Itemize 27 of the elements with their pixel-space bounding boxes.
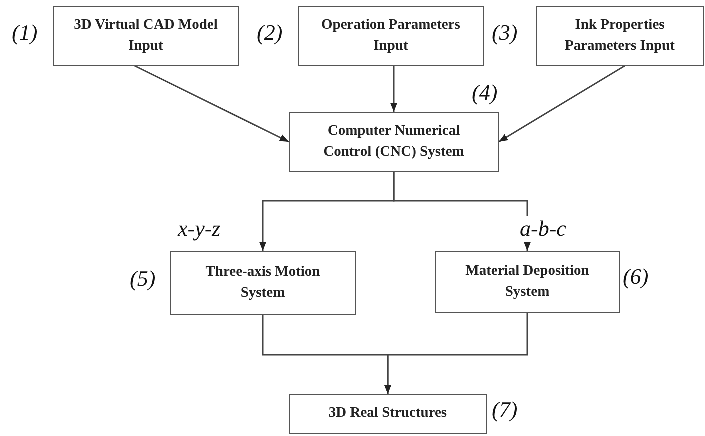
arrow [384,313,528,394]
box-label: 3D Real Structures [328,404,448,424]
box-label: Computer Numerical Control (CNC) System [322,122,466,162]
step-number: (6) [623,264,649,290]
box-label: Ink Properties Parameters Input [564,16,676,56]
box-label: Three-axis Motion System [204,262,322,303]
arrow [498,65,626,143]
process-box [289,394,487,434]
process-box [170,251,356,315]
process-box [536,6,704,66]
process-box [289,112,499,172]
arrow [393,172,532,251]
step-number: (3) [492,20,518,46]
arrow [134,65,290,143]
box-label: 3D Virtual CAD Model Input [73,16,219,56]
arrow [390,66,398,112]
step-number: (1) [12,20,38,46]
process-box [435,251,620,313]
process-box [298,6,484,66]
step-number: (2) [257,20,283,46]
process-box [53,6,239,66]
box-label: Operation Parameters Input [320,16,462,56]
step-number: (4) [472,80,498,106]
edge-label: a-b-c [520,216,566,242]
step-number: (7) [492,397,518,423]
box-label: Material Deposition System [464,262,590,302]
step-number: (5) [130,266,156,292]
